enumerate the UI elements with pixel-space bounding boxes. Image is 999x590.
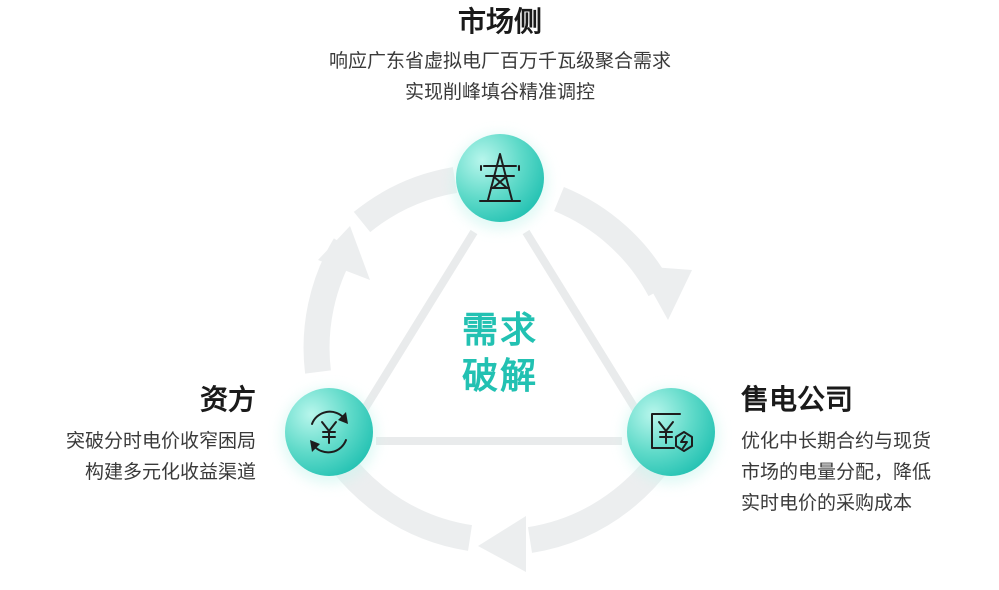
retailer-line-3: 实时电价的采购成本 xyxy=(741,492,913,514)
arrow-right-icon xyxy=(638,266,692,320)
yen-electricity-icon xyxy=(651,413,693,452)
capital-line-2: 构建多元化收益渠道 xyxy=(84,461,256,483)
market-side-line-1: 响应广东省虚拟电厂百万千瓦级聚合需求 xyxy=(328,50,671,72)
center-line-1: 需求 xyxy=(461,310,538,351)
capital-title: 资方 xyxy=(199,383,256,416)
cycle-arrows xyxy=(318,226,692,572)
retailer-line-1: 优化中长期合约与现货 xyxy=(741,430,932,452)
capital-node xyxy=(281,388,377,484)
market-side-block: 市场侧 响应广东省虚拟电厂百万千瓦级聚合需求 实现削峰填谷精准调控 xyxy=(200,4,800,108)
capital-line-1: 突破分时电价收窄困局 xyxy=(65,430,256,452)
retailer-line-2: 市场的电量分配，降低 xyxy=(741,461,932,483)
market-side-title: 市场侧 xyxy=(457,5,542,38)
retailer-node xyxy=(623,388,719,484)
market-node xyxy=(452,134,548,230)
arrow-left-icon xyxy=(318,226,370,280)
power-tower-icon xyxy=(479,153,521,202)
ring-arc-top-left xyxy=(353,167,458,233)
arrow-bottom-icon xyxy=(478,516,526,572)
retailer-block: 售电公司 优化中长期合约与现货 市场的电量分配，降低 实时电价的采购成本 xyxy=(741,382,999,519)
triangle-right-edge xyxy=(522,229,640,413)
center-label: 需求 破解 xyxy=(420,308,580,400)
triangle-left-edge xyxy=(360,229,478,413)
inner-triangle xyxy=(360,229,640,445)
yen-exchange-icon xyxy=(310,410,348,454)
center-line-2: 破解 xyxy=(461,356,538,397)
market-side-line-2: 实现削峰填谷精准调控 xyxy=(404,81,595,103)
capital-block: 资方 突破分时电价收窄困局 构建多元化收益渠道 xyxy=(0,382,256,488)
retailer-title: 售电公司 xyxy=(741,383,854,416)
